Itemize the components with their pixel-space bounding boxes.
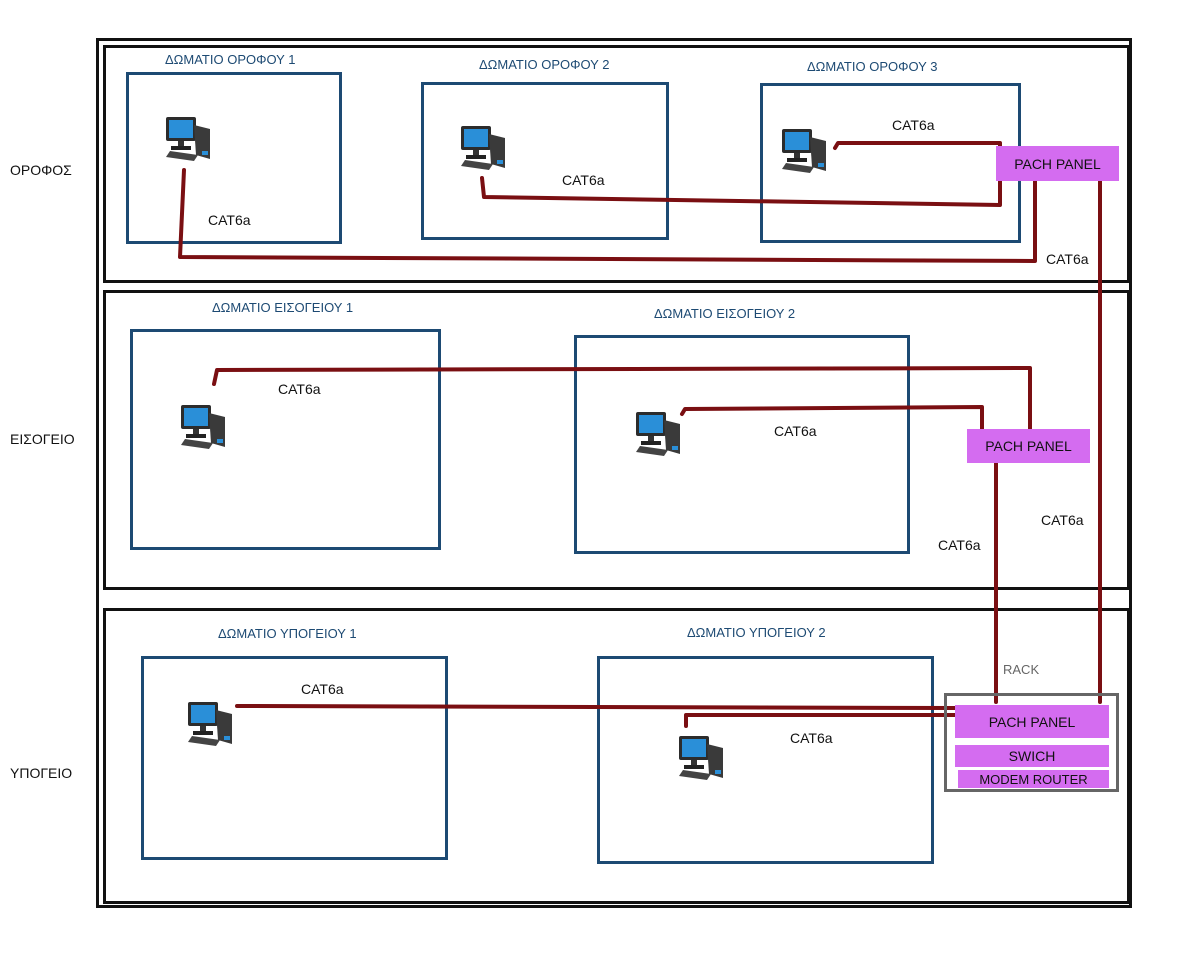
floor-basement — [103, 608, 1130, 904]
room-title-basement-2: ΔΩΜΑΤΙΟ ΥΠΟΓΕΙΟΥ 2 — [687, 625, 826, 640]
patch-panel-ground: PACH PANEL — [967, 429, 1090, 463]
rack — [944, 693, 1119, 792]
modem-router: MODEM ROUTER — [958, 770, 1109, 788]
cable-label: CAT6a — [278, 381, 321, 397]
desktop-computer-icon — [677, 734, 727, 784]
floor-upper — [103, 45, 1130, 283]
patch-panel-rack: PACH PANEL — [955, 705, 1109, 738]
cable-label: CAT6a — [1041, 512, 1084, 528]
desktop-computer-icon — [459, 124, 509, 174]
building-outline — [96, 38, 1132, 908]
cable-label: CAT6a — [1046, 251, 1089, 267]
floor-ground — [103, 290, 1130, 590]
desktop-computer-icon — [186, 700, 236, 750]
floor-label-basement: ΥΠΟΓΕΙΟ — [10, 765, 73, 781]
room-upper-1 — [126, 72, 342, 244]
cable-label: CAT6a — [562, 172, 605, 188]
rack-label: RACK — [1003, 662, 1040, 677]
room-title-basement-1: ΔΩΜΑΤΙΟ ΥΠΟΓΕΙΟΥ 1 — [218, 626, 357, 641]
patch-panel-upper: PACH PANEL — [996, 146, 1119, 181]
cable-label: CAT6a — [938, 537, 981, 553]
cable-label: CAT6a — [301, 681, 344, 697]
room-title-ground-2: ΔΩΜΑΤΙΟ ΕΙΣΟΓΕΙΟΥ 2 — [654, 306, 796, 321]
floor-label-ground: ΕΙΣΟΓΕΙΟ — [10, 431, 75, 447]
cable-basement-2 — [684, 713, 957, 728]
desktop-computer-icon — [179, 403, 229, 453]
room-upper-2 — [421, 82, 669, 240]
cable-label: CAT6a — [790, 730, 833, 746]
room-title-upper-2: ΔΩΜΑΤΙΟ ΟΡΟΦΟΥ 2 — [479, 57, 610, 72]
floor-label-upper: ΟΡΟΦΟΣ — [10, 162, 72, 178]
cable-basement-1 — [235, 704, 957, 710]
switch: SWICH — [955, 745, 1109, 767]
room-basement-1 — [141, 656, 448, 860]
room-basement-2 — [597, 656, 934, 864]
cable-label: CAT6a — [892, 117, 935, 133]
room-ground-2 — [574, 335, 910, 554]
cable-upper-1 — [178, 168, 1037, 263]
desktop-computer-icon — [634, 410, 684, 460]
room-title-upper-1: ΔΩΜΑΤΙΟ ΟΡΟΦΟΥ 1 — [165, 52, 296, 67]
room-ground-1 — [130, 329, 441, 550]
desktop-computer-icon — [780, 127, 830, 177]
cable-upper-3 — [833, 141, 1002, 152]
cable-ground-2 — [680, 405, 984, 433]
room-title-ground-1: ΔΩΜΑΤΙΟ ΕΙΣΟΓΕΙΟΥ 1 — [212, 300, 354, 315]
cable-ground-1 — [212, 366, 1032, 433]
cable-label: CAT6a — [774, 423, 817, 439]
room-title-upper-3: ΔΩΜΑΤΙΟ ΟΡΟΦΟΥ 3 — [807, 59, 938, 74]
desktop-computer-icon — [164, 115, 214, 165]
cable-label: CAT6a — [208, 212, 251, 228]
cable-upper-2 — [480, 176, 1002, 207]
